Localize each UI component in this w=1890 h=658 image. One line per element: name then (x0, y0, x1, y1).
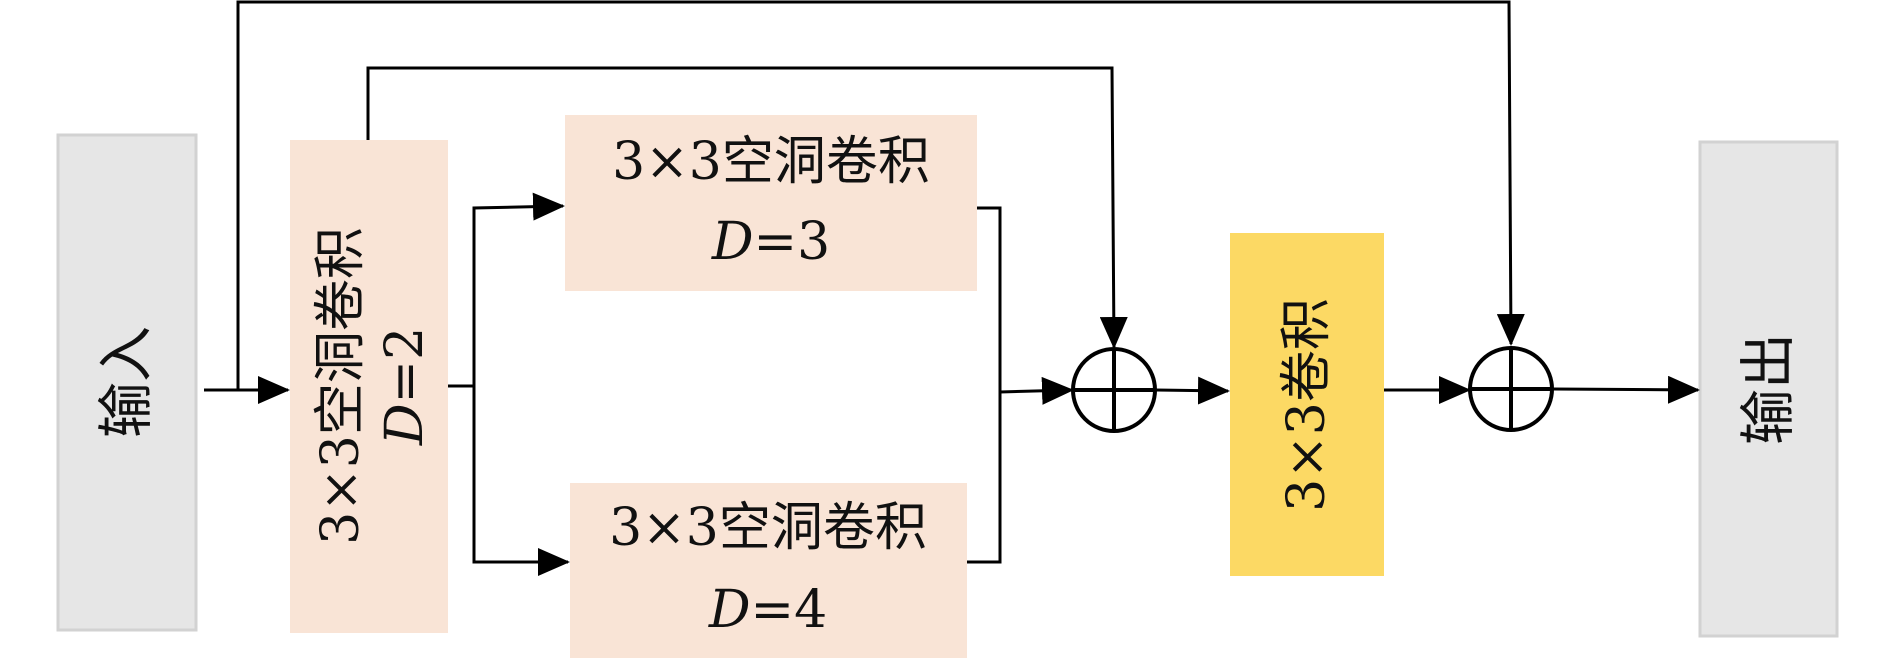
connections (204, 0, 1700, 576)
conv-3x3-label: 3×3卷积 (1277, 298, 1337, 512)
dilated-conv-d3-line2: D=3 (711, 212, 830, 272)
dilated-conv-d4-line2: D=4 (708, 580, 827, 640)
circle-plus-icon (1071, 347, 1157, 433)
dilated-conv-d3-box (565, 115, 977, 291)
edge-skip-d2-to-sum1 (366, 66, 1128, 349)
edge-to-d3 (472, 192, 565, 562)
dilated-conv-d4-line1: 3×3空洞卷积 (609, 498, 927, 558)
output-box (1698, 140, 1839, 638)
input-box (56, 133, 198, 632)
dilated-conv-d4-label: 3×3空洞卷积 D=4 (609, 498, 927, 640)
edge-d3-out (967, 206, 1002, 564)
dilated-conv-d2-line2: D=2 (375, 327, 435, 446)
dilated-conv-d2-line1: 3×3空洞卷积 (311, 227, 371, 545)
sum-node-1 (1071, 347, 1157, 433)
edge-merge-to-sum1 (999, 376, 1074, 405)
dilated-conv-d3-label: 3×3空洞卷积 D=3 (612, 132, 930, 272)
edge-skip-input-to-sum2 (236, 0, 1525, 390)
input-label: 输入 (95, 326, 160, 438)
dilated-conv-d4-box (570, 483, 967, 658)
edge-sum2-to-output (1552, 375, 1700, 404)
edge-to-d4 (472, 386, 570, 576)
sum-node-2 (1468, 346, 1554, 432)
output-label: 输出 (1737, 333, 1802, 445)
dilated-conv-d2-label: 3×3空洞卷积 D=2 (311, 227, 435, 545)
dilated-conv-d3-line1: 3×3空洞卷积 (612, 132, 930, 192)
edge-sum1-to-conv (1155, 376, 1230, 405)
circle-plus-icon (1468, 346, 1554, 432)
dilated-conv-d2-box (290, 140, 448, 633)
conv-3x3-box (1230, 233, 1384, 576)
